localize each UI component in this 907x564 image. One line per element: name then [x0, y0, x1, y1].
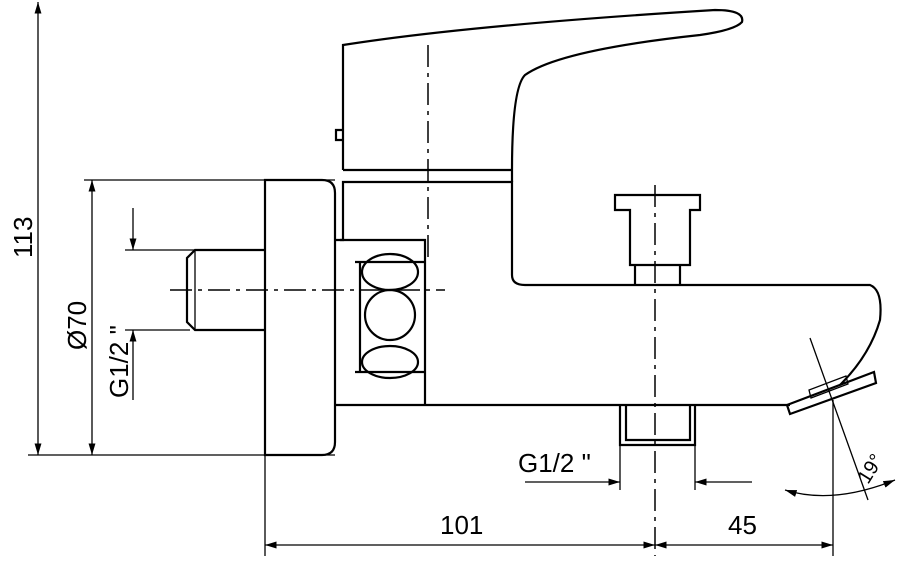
dimension-bottom: 101 45	[264, 455, 833, 556]
diverter-knob	[613, 193, 702, 285]
wall-flange	[263, 178, 337, 457]
dimension-outlet: G1/2 "	[518, 445, 752, 490]
dimension-flange: Ø70	[62, 179, 335, 455]
dimension-angle: 19°	[784, 337, 896, 556]
label-center-to-spout: 45	[728, 510, 757, 540]
label-flange: Ø70	[62, 301, 92, 350]
label-outlet: G1/2 "	[518, 448, 591, 478]
label-angle: 19°	[854, 450, 889, 487]
connector-nut	[340, 238, 427, 405]
label-wall-to-center: 101	[440, 510, 483, 540]
dimension-inlet: G1/2 "	[104, 208, 265, 400]
bottom-outlet	[618, 405, 697, 447]
label-inlet: G1/2 "	[104, 325, 134, 398]
spout-aerator	[785, 370, 878, 416]
mixer-body-and-lever	[334, 8, 744, 242]
dimension-height: 113	[8, 2, 335, 456]
label-height: 113	[8, 217, 38, 258]
spout	[335, 240, 882, 407]
